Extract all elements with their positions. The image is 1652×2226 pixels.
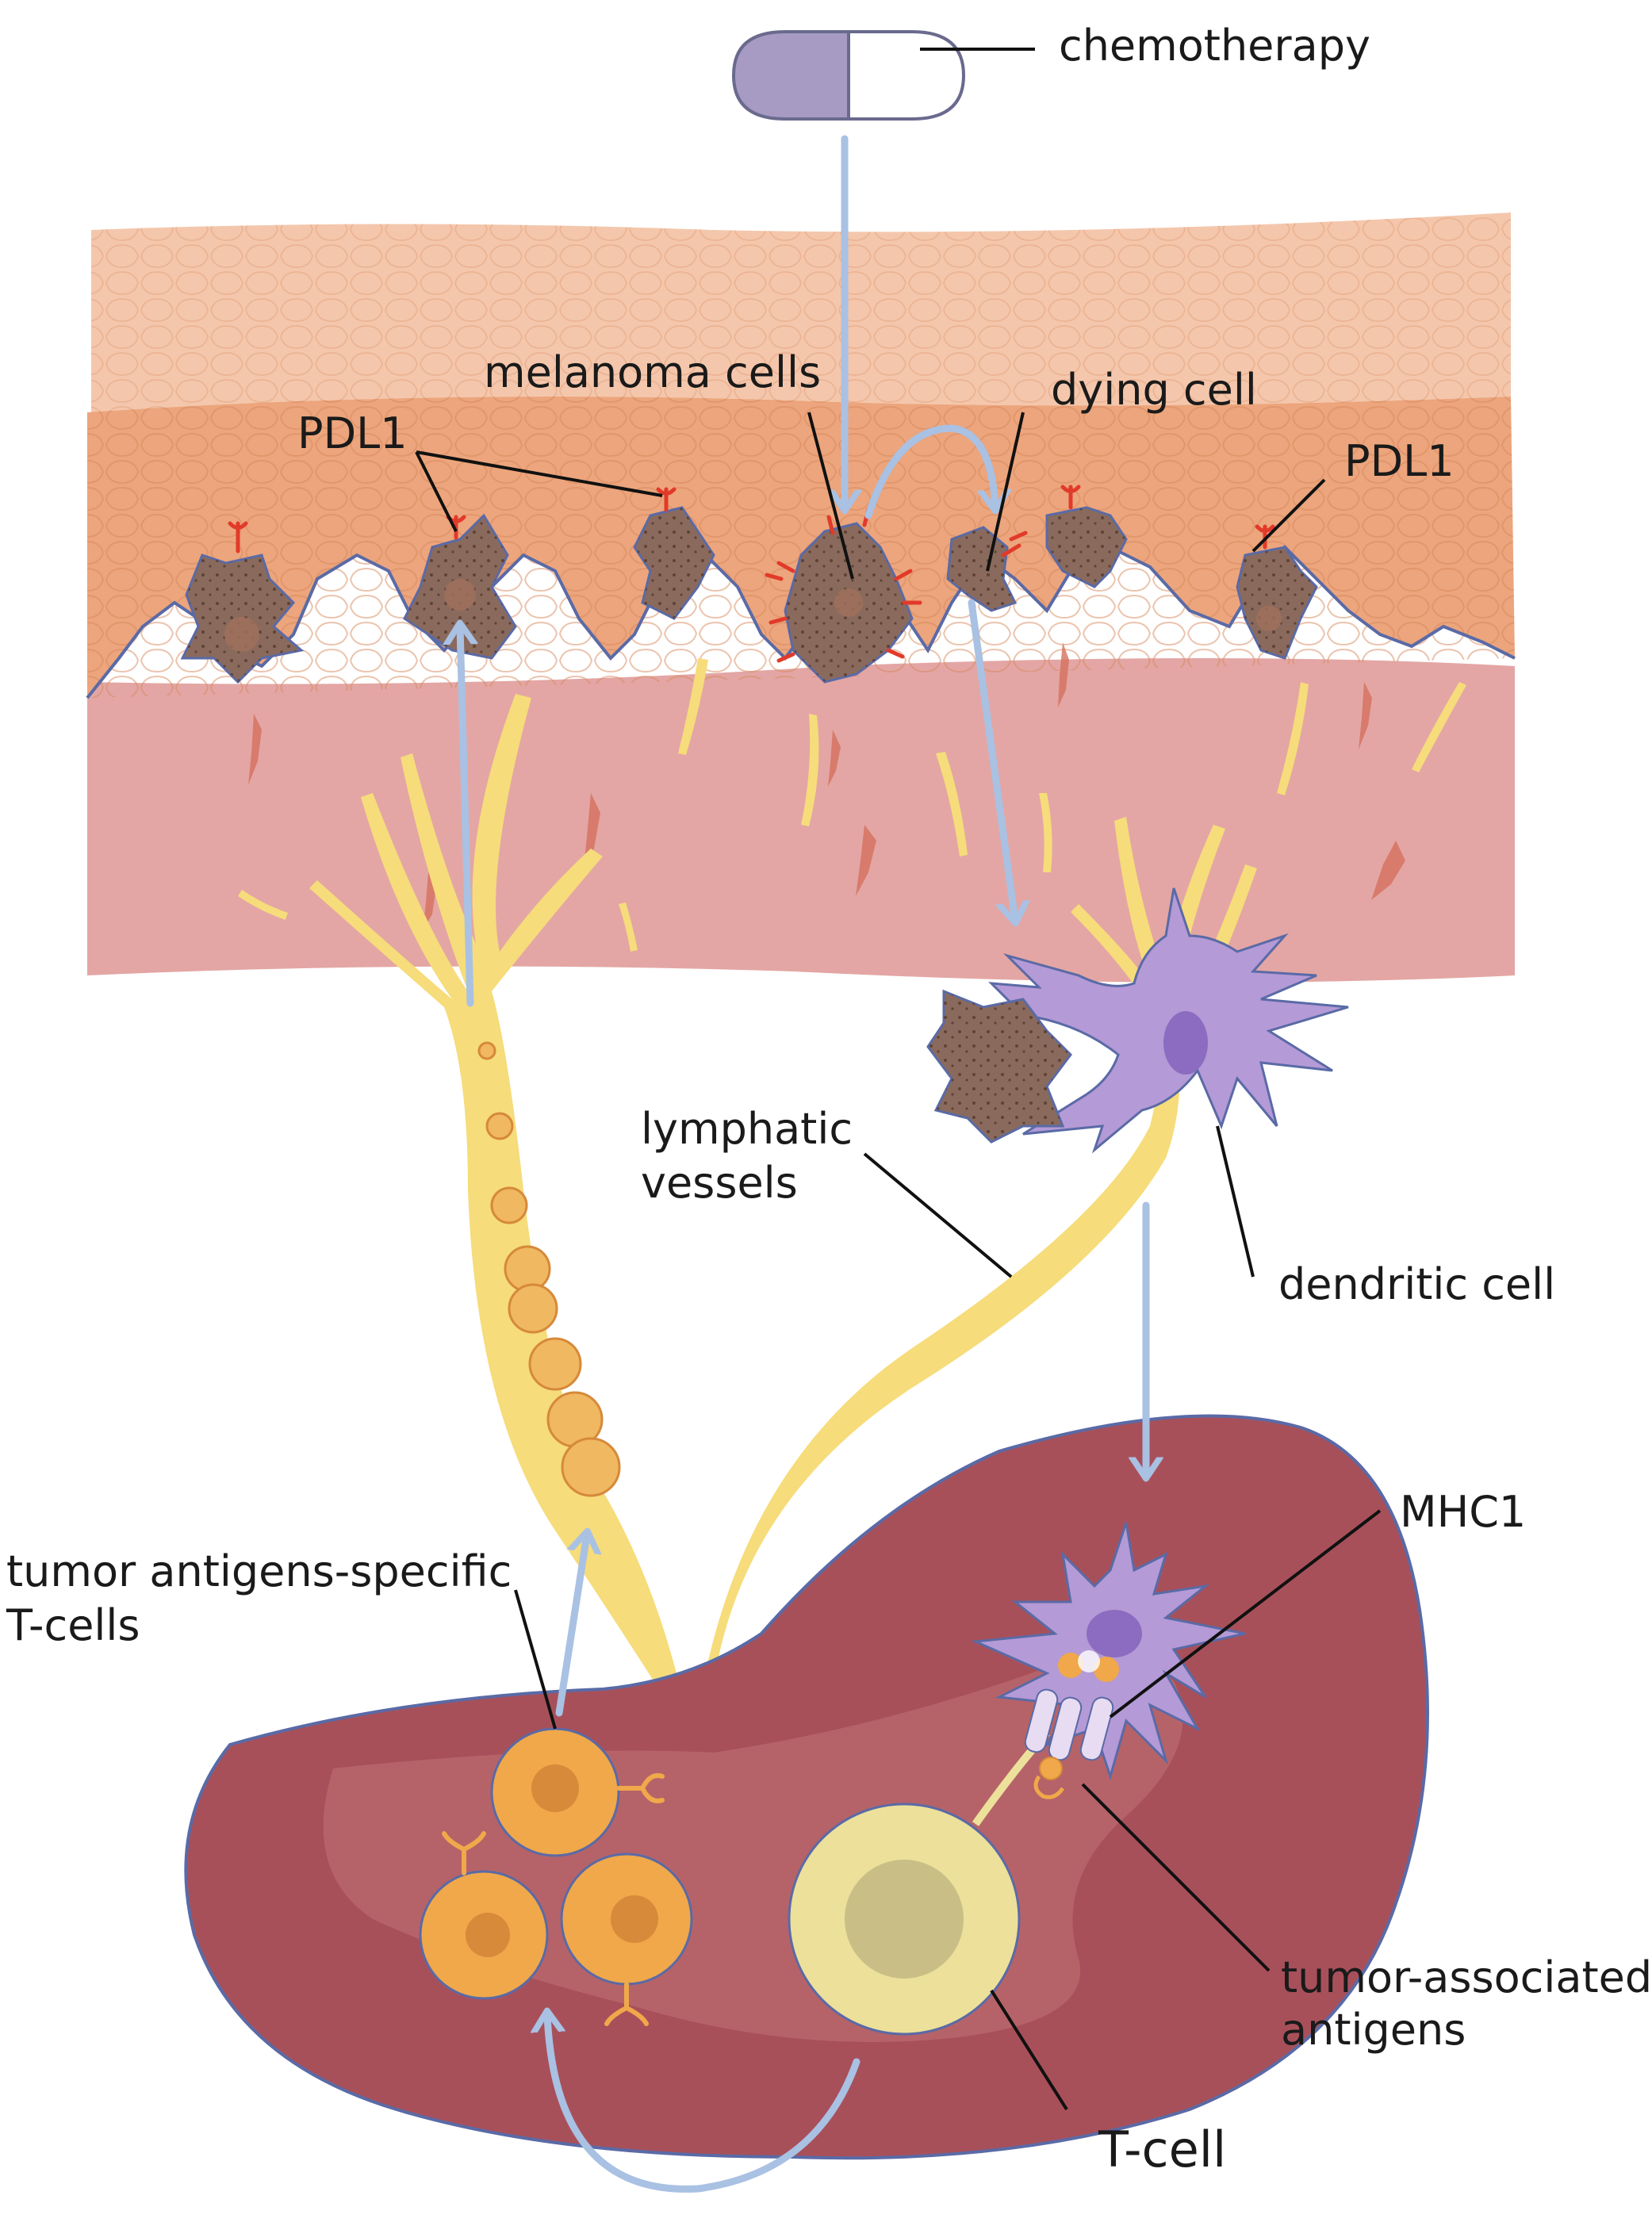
melanoma-cell-cluster xyxy=(784,522,914,684)
leader-tumor-associated xyxy=(1081,1783,1271,1972)
leader-pdl1-left-a xyxy=(415,451,458,532)
leader-pdl1-right xyxy=(1251,478,1326,553)
label-dendritic-cell: dendritic cell xyxy=(1278,1259,1555,1309)
label-pdl1-right: PDL1 xyxy=(1344,436,1455,486)
leader-mhc1 xyxy=(1109,1509,1382,1718)
labels: chemotherapy melanoma cells dying cell P… xyxy=(6,21,1652,2178)
leader-melanoma xyxy=(807,412,854,580)
arrow-curve-to-dying xyxy=(864,424,995,519)
label-chemotherapy: chemotherapy xyxy=(1059,21,1370,71)
label-tumor-specific-1: tumor antigens-specific xyxy=(6,1546,512,1596)
melanoma-cell xyxy=(1045,506,1128,588)
process-arrows xyxy=(460,135,1146,2193)
lymph-vessel-right xyxy=(698,817,1180,1713)
chemotherapy-pill-icon xyxy=(731,30,966,121)
leader-dying xyxy=(986,412,1025,572)
label-dying-cell: dying cell xyxy=(1051,365,1257,415)
lymph-node xyxy=(184,1414,1429,2160)
label-tumor-associated-2: antigens xyxy=(1281,2005,1466,2055)
melanoma-cell xyxy=(403,513,517,660)
leader-lymphatic xyxy=(863,1152,1013,1278)
leader-t-cell xyxy=(990,1989,1068,2111)
dendritic-cell-node xyxy=(971,1522,1246,1799)
melanoma-cell xyxy=(633,506,715,620)
melanoma-cell xyxy=(1236,546,1318,660)
label-mhc1: MHC1 xyxy=(1400,1487,1526,1537)
label-pdl1-left: PDL1 xyxy=(297,408,408,458)
label-lymphatic-1: lymphatic xyxy=(641,1104,853,1154)
dying-cell xyxy=(946,526,1018,612)
melanoma-cells xyxy=(180,485,1318,684)
engulfed-tumor-cell xyxy=(926,989,1072,1144)
t-cell-orange xyxy=(419,1831,549,2000)
tumor-specific-t-cells xyxy=(419,1727,693,2026)
leader-dendritic xyxy=(1216,1125,1255,1278)
t-cell-orange xyxy=(560,1852,693,2026)
label-tumor-associated-1: tumor-associated xyxy=(1281,1952,1652,2002)
migrating-t-cells xyxy=(477,1041,621,1497)
label-lymphatic-2: vessels xyxy=(641,1158,798,1208)
mhc1-receptors xyxy=(1024,1650,1119,1761)
arrow-node-up xyxy=(555,1534,587,1717)
arrow-vessel-to-skin xyxy=(460,626,470,1007)
label-t-cell: T-cell xyxy=(1098,2121,1226,2178)
leader-lines xyxy=(415,48,1382,2111)
arrow-dying-to-dendritic xyxy=(968,599,1015,920)
leader-pdl1-left-b xyxy=(416,450,663,497)
t-cell-pale xyxy=(788,1730,1050,2036)
tumor-antigen xyxy=(1039,1757,1063,1780)
leader-tumor-specific xyxy=(514,1589,557,1730)
t-cell-orange xyxy=(490,1727,665,1857)
label-melanoma-cells: melanoma cells xyxy=(484,347,821,397)
label-tumor-specific-2: T-cells xyxy=(6,1600,140,1650)
capillaries xyxy=(248,642,1405,930)
melanoma-cell xyxy=(180,554,305,684)
arrow-node-loop xyxy=(547,2014,860,2193)
